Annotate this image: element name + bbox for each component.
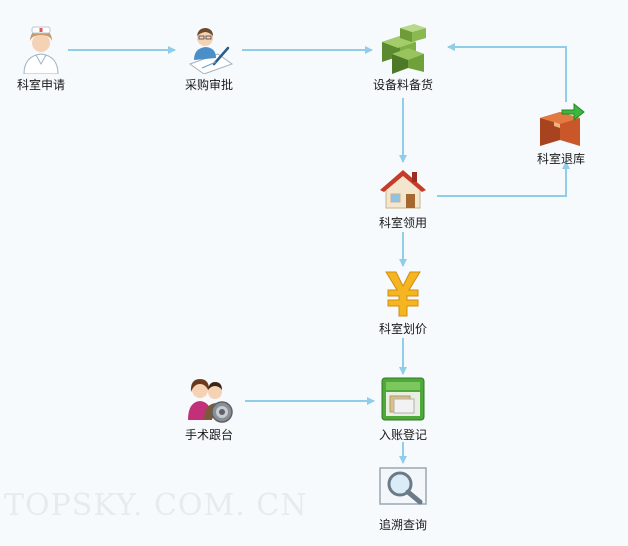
node-dept-receive[interactable]: 科室领用 bbox=[358, 162, 448, 231]
people-gear-icon bbox=[188, 379, 233, 423]
watermark-text: TOPSKY. COM. CN bbox=[4, 488, 308, 523]
label-dept-receive: 科室领用 bbox=[378, 216, 427, 230]
label-purchase-approve: 采购审批 bbox=[184, 78, 233, 92]
nurse-icon bbox=[23, 26, 59, 74]
node-trace-query[interactable]: 追溯查询 bbox=[358, 464, 448, 533]
label-trace-query: 追溯查询 bbox=[378, 518, 427, 532]
arrow-receive-to-return bbox=[437, 161, 570, 197]
node-purchase-approve[interactable]: 采购审批 bbox=[164, 24, 254, 93]
label-dept-return: 科室退库 bbox=[536, 152, 585, 166]
label-account-register: 入账登记 bbox=[378, 428, 427, 442]
green-cabinet-icon bbox=[381, 377, 425, 421]
node-dept-pricing[interactable]: 科室划价 bbox=[358, 268, 448, 337]
stacked-boxes-icon bbox=[382, 24, 426, 74]
house-icon bbox=[380, 170, 426, 209]
label-equipment-stock: 设备料备货 bbox=[372, 78, 433, 92]
arrow-return-to-stock bbox=[447, 43, 567, 102]
magnifier-icon bbox=[379, 467, 427, 505]
approver-signing-icon bbox=[188, 28, 234, 74]
return-box-icon bbox=[540, 102, 585, 146]
yuan-icon bbox=[385, 271, 421, 317]
node-account-register[interactable]: 入账登记 bbox=[358, 374, 448, 443]
label-surgery-follow: 手术跟台 bbox=[184, 428, 233, 442]
node-surgery-follow[interactable]: 手术跟台 bbox=[164, 374, 254, 443]
node-equipment-stock[interactable]: 设备料备货 bbox=[358, 24, 448, 93]
label-dept-pricing: 科室划价 bbox=[378, 322, 427, 336]
label-dept-apply: 科室申请 bbox=[16, 78, 65, 92]
node-dept-return[interactable]: 科室退库 bbox=[516, 98, 606, 167]
node-dept-apply[interactable]: 科室申请 bbox=[0, 24, 86, 93]
